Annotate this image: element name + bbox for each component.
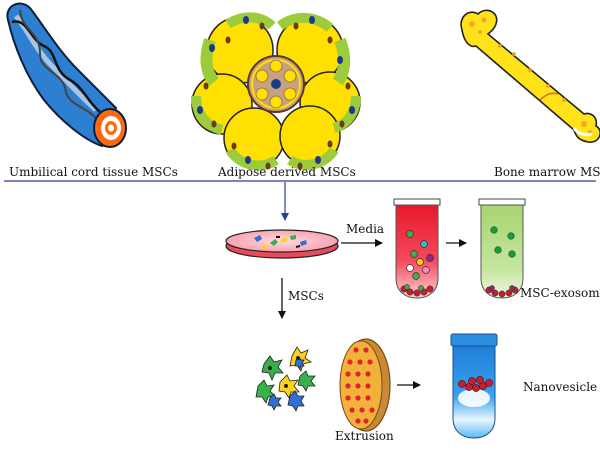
media-tube-icon xyxy=(393,198,441,299)
label-nanovesicle: Nanovesicle xyxy=(523,380,598,394)
label-umbilical-cord-mscs: Umbilical cord tissue MSCs xyxy=(9,165,178,179)
label-mscs: MSCs xyxy=(288,289,324,303)
label-msc-exosome: MSC-exosome xyxy=(520,286,600,300)
exosome-tube-icon xyxy=(478,198,526,299)
label-adipose-derived-mscs: Adipose derived MSCs xyxy=(218,165,356,179)
extrusion-membrane-icon xyxy=(339,338,391,432)
label-bone-marrow-mscs: Bone marrow MSCs xyxy=(494,165,600,179)
label-extrusion: Extrusion xyxy=(335,429,394,443)
label-media: Media xyxy=(346,222,385,236)
adipose-tissue-icon xyxy=(191,12,361,171)
nanovesicle-tube-icon xyxy=(450,333,498,439)
umbilical-cord-icon xyxy=(6,2,127,148)
msc-cells-icon xyxy=(255,346,316,412)
bone-icon xyxy=(460,9,600,143)
culture-dish-icon xyxy=(225,229,339,259)
